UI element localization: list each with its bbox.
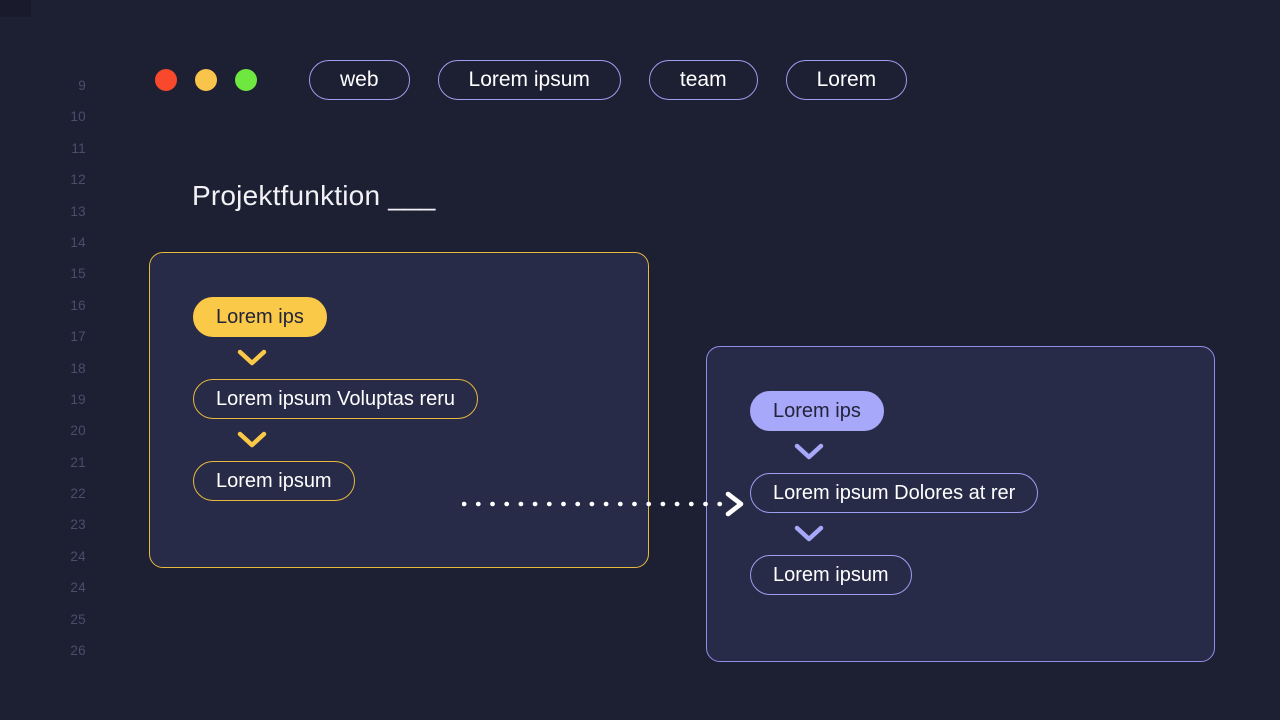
- violet-flow-card: Lorem ips Lorem ipsum Dolores at rer Lor…: [706, 346, 1215, 662]
- maximize-dot-icon[interactable]: [235, 69, 257, 91]
- window-controls: [155, 69, 257, 91]
- nav-pill-lorem-ipsum[interactable]: Lorem ipsum: [437, 60, 621, 100]
- line-number: 19: [70, 391, 86, 407]
- nav-pill-team[interactable]: team: [648, 60, 758, 100]
- violet-node-1[interactable]: Lorem ips: [750, 391, 884, 431]
- close-dot-icon[interactable]: [155, 69, 177, 91]
- amber-flow-card: Lorem ips Lorem ipsum Voluptas reru Lore…: [149, 252, 649, 568]
- line-number: 25: [70, 611, 86, 627]
- amber-node-1[interactable]: Lorem ips: [193, 297, 327, 337]
- line-number: 15: [70, 266, 86, 282]
- line-number: 21: [70, 454, 86, 470]
- line-number: 20: [70, 423, 86, 439]
- line-number: 11: [71, 140, 86, 156]
- violet-node-3[interactable]: Lorem ipsum: [750, 555, 912, 595]
- chevron-down-icon: [792, 439, 826, 465]
- top-bar: web Lorem ipsum team Lorem: [155, 60, 908, 100]
- chevron-down-icon: [235, 345, 269, 371]
- violet-node-2[interactable]: Lorem ipsum Dolores at rer: [750, 473, 1039, 513]
- line-number: 23: [70, 517, 86, 533]
- line-number: 14: [70, 234, 86, 250]
- line-number: 22: [70, 486, 86, 502]
- line-number: 24: [70, 548, 86, 564]
- violet-flow-column: Lorem ips Lorem ipsum Dolores at rer Lor…: [750, 391, 1039, 595]
- chevron-down-icon: [792, 521, 826, 547]
- line-number: 24: [70, 580, 86, 596]
- line-number: 26: [70, 643, 86, 659]
- amber-node-2[interactable]: Lorem ipsum Voluptas reru: [193, 379, 479, 419]
- corner-swatch: [0, 0, 31, 17]
- nav-pill-lorem[interactable]: Lorem: [785, 60, 908, 100]
- line-number: 16: [70, 297, 86, 313]
- amber-node-3[interactable]: Lorem ipsum: [193, 461, 355, 501]
- nav-pill-web[interactable]: web: [309, 60, 410, 100]
- line-number: 13: [70, 203, 86, 219]
- line-number: 18: [70, 360, 86, 376]
- line-number: 10: [70, 109, 86, 125]
- nav-pill-group: web Lorem ipsum team Lorem: [309, 60, 908, 100]
- line-number-gutter: 9 10 11 12 13 14 15 16 17 18 19 20 21 22…: [0, 0, 108, 720]
- line-number: 17: [70, 329, 86, 345]
- line-number: 12: [70, 172, 86, 188]
- page-title: Projektfunktion ___: [192, 180, 436, 211]
- chevron-down-icon: [235, 427, 269, 453]
- amber-flow-column: Lorem ips Lorem ipsum Voluptas reru Lore…: [193, 297, 479, 501]
- line-number: 9: [78, 78, 86, 93]
- minimize-dot-icon[interactable]: [195, 69, 217, 91]
